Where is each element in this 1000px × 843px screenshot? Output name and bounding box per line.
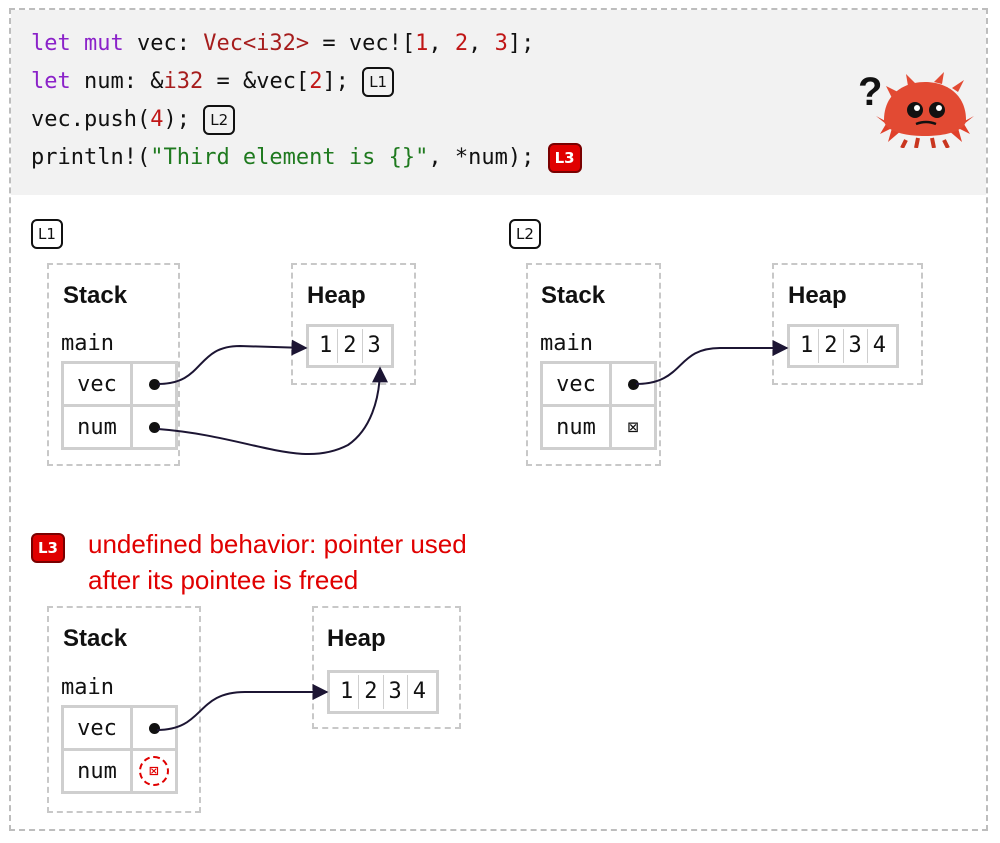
stack-frame-box	[526, 263, 661, 466]
heap-cell: 1	[340, 679, 354, 704]
heap-cell: 4	[406, 675, 431, 709]
stack-frame-box	[47, 263, 180, 466]
stack-row: num	[61, 404, 178, 450]
heap-frame-box	[772, 263, 923, 385]
stack-row: num ⊠	[540, 404, 657, 450]
pointer-dot-icon	[627, 379, 639, 390]
heap-cell: 1	[319, 333, 333, 358]
code-line-2: let num: &i32 = &vec[2]; L1	[31, 67, 395, 97]
step-marker-l2: L2	[203, 105, 236, 135]
code-text: = vec![	[309, 31, 416, 56]
heap-frame-box	[291, 263, 416, 385]
pointer-cell	[130, 705, 178, 751]
code-text: vec.push(	[31, 107, 151, 132]
heap-cell: 3	[361, 329, 386, 363]
code-text: = &vec[	[203, 69, 310, 94]
heap-frame-box	[312, 606, 461, 729]
error-line: after its pointee is freed	[88, 565, 359, 595]
code-type: i32	[163, 69, 204, 94]
pointer-arrow	[157, 366, 388, 456]
code-number: 3	[494, 31, 508, 56]
question-mark: ?	[858, 70, 883, 114]
stack-table: vec num ⊠	[540, 361, 657, 450]
dangling-pointer-icon: ⊠	[139, 756, 169, 786]
code-line-1: let mut vec: Vec<i32> = vec![1, 2, 3];	[31, 29, 534, 59]
code-type: Vec<i32>	[203, 31, 310, 56]
var-name: num	[61, 404, 133, 450]
code-text: num: &	[70, 69, 164, 94]
code-text: , *num);	[428, 145, 548, 170]
code-keyword: let	[31, 69, 71, 94]
pointer-cell: ⊠	[130, 748, 178, 794]
stack-row: vec	[540, 361, 657, 407]
figure-frame	[9, 8, 988, 831]
frame-name: main	[61, 331, 114, 356]
code-number: 2	[454, 31, 469, 56]
diagram-label-l3: L3	[31, 533, 65, 563]
var-name: num	[540, 404, 612, 450]
pointer-cell	[609, 361, 657, 407]
code-panel	[11, 10, 986, 195]
code-text: ];	[322, 69, 363, 94]
stack-table: vec num	[61, 361, 178, 450]
heap-cell: 2	[337, 329, 361, 363]
code-text: println!(	[31, 145, 151, 170]
stack-title: Stack	[63, 625, 128, 652]
code-number: 1	[415, 31, 429, 56]
stack-table: vec num⊠	[61, 705, 178, 794]
heap-cell: 1	[800, 333, 814, 358]
heap-title: Heap	[788, 282, 847, 309]
pointer-arrow	[635, 340, 789, 385]
pointer-cell: ⊠	[609, 404, 657, 450]
heap-cell: 3	[382, 675, 407, 709]
code-line-3: vec.push(4); L2	[31, 105, 236, 135]
heap-title: Heap	[327, 625, 386, 652]
invalid-pointer-icon: ⊠	[627, 417, 639, 438]
heap-cell: 2	[818, 329, 842, 363]
heap-title: Heap	[307, 282, 366, 309]
pointer-cell	[130, 404, 178, 450]
pointer-arrow	[156, 684, 329, 731]
pointer-arrow	[157, 339, 308, 385]
pointer-dot-icon	[148, 379, 160, 390]
step-marker-l3: L3	[547, 143, 582, 173]
var-name: vec	[540, 361, 612, 407]
var-name: num	[61, 748, 133, 794]
var-name: vec	[61, 361, 133, 407]
frame-name: main	[540, 331, 593, 356]
code-number: 2	[309, 69, 323, 94]
stack-frame-box	[47, 606, 201, 813]
heap-cell: 3	[842, 329, 867, 363]
code-string: "Third element is {}"	[150, 145, 429, 170]
stack-title: Stack	[541, 282, 606, 309]
pointer-dot-icon	[148, 422, 160, 433]
code-keyword: let mut	[31, 31, 124, 56]
code-text: vec:	[123, 31, 204, 56]
error-line: undefined behavior: pointer used	[88, 529, 467, 559]
error-message: undefined behavior: pointer used after i…	[88, 526, 467, 598]
code-text: );	[163, 107, 204, 132]
stack-title: Stack	[63, 282, 128, 309]
code-number: 4	[150, 107, 164, 132]
stack-row: vec	[61, 361, 178, 407]
code-text: ];	[507, 31, 535, 56]
code-line-4: println!("Third element is {}", *num); L…	[31, 143, 582, 173]
code-text: ,	[428, 31, 455, 56]
diagram-label-l2: L2	[509, 219, 541, 249]
code-text: ,	[468, 31, 495, 56]
stack-row: num⊠	[61, 748, 178, 794]
step-marker-l1: L1	[362, 67, 395, 97]
heap-cell: 2	[358, 675, 382, 709]
diagram-label-l1: L1	[31, 219, 63, 249]
stack-row: vec	[61, 705, 178, 751]
var-name: vec	[61, 705, 133, 751]
heap-cell: 4	[866, 329, 891, 363]
pointer-dot-icon	[148, 723, 160, 734]
confused-crab-icon	[876, 72, 974, 148]
frame-name: main	[61, 675, 114, 700]
